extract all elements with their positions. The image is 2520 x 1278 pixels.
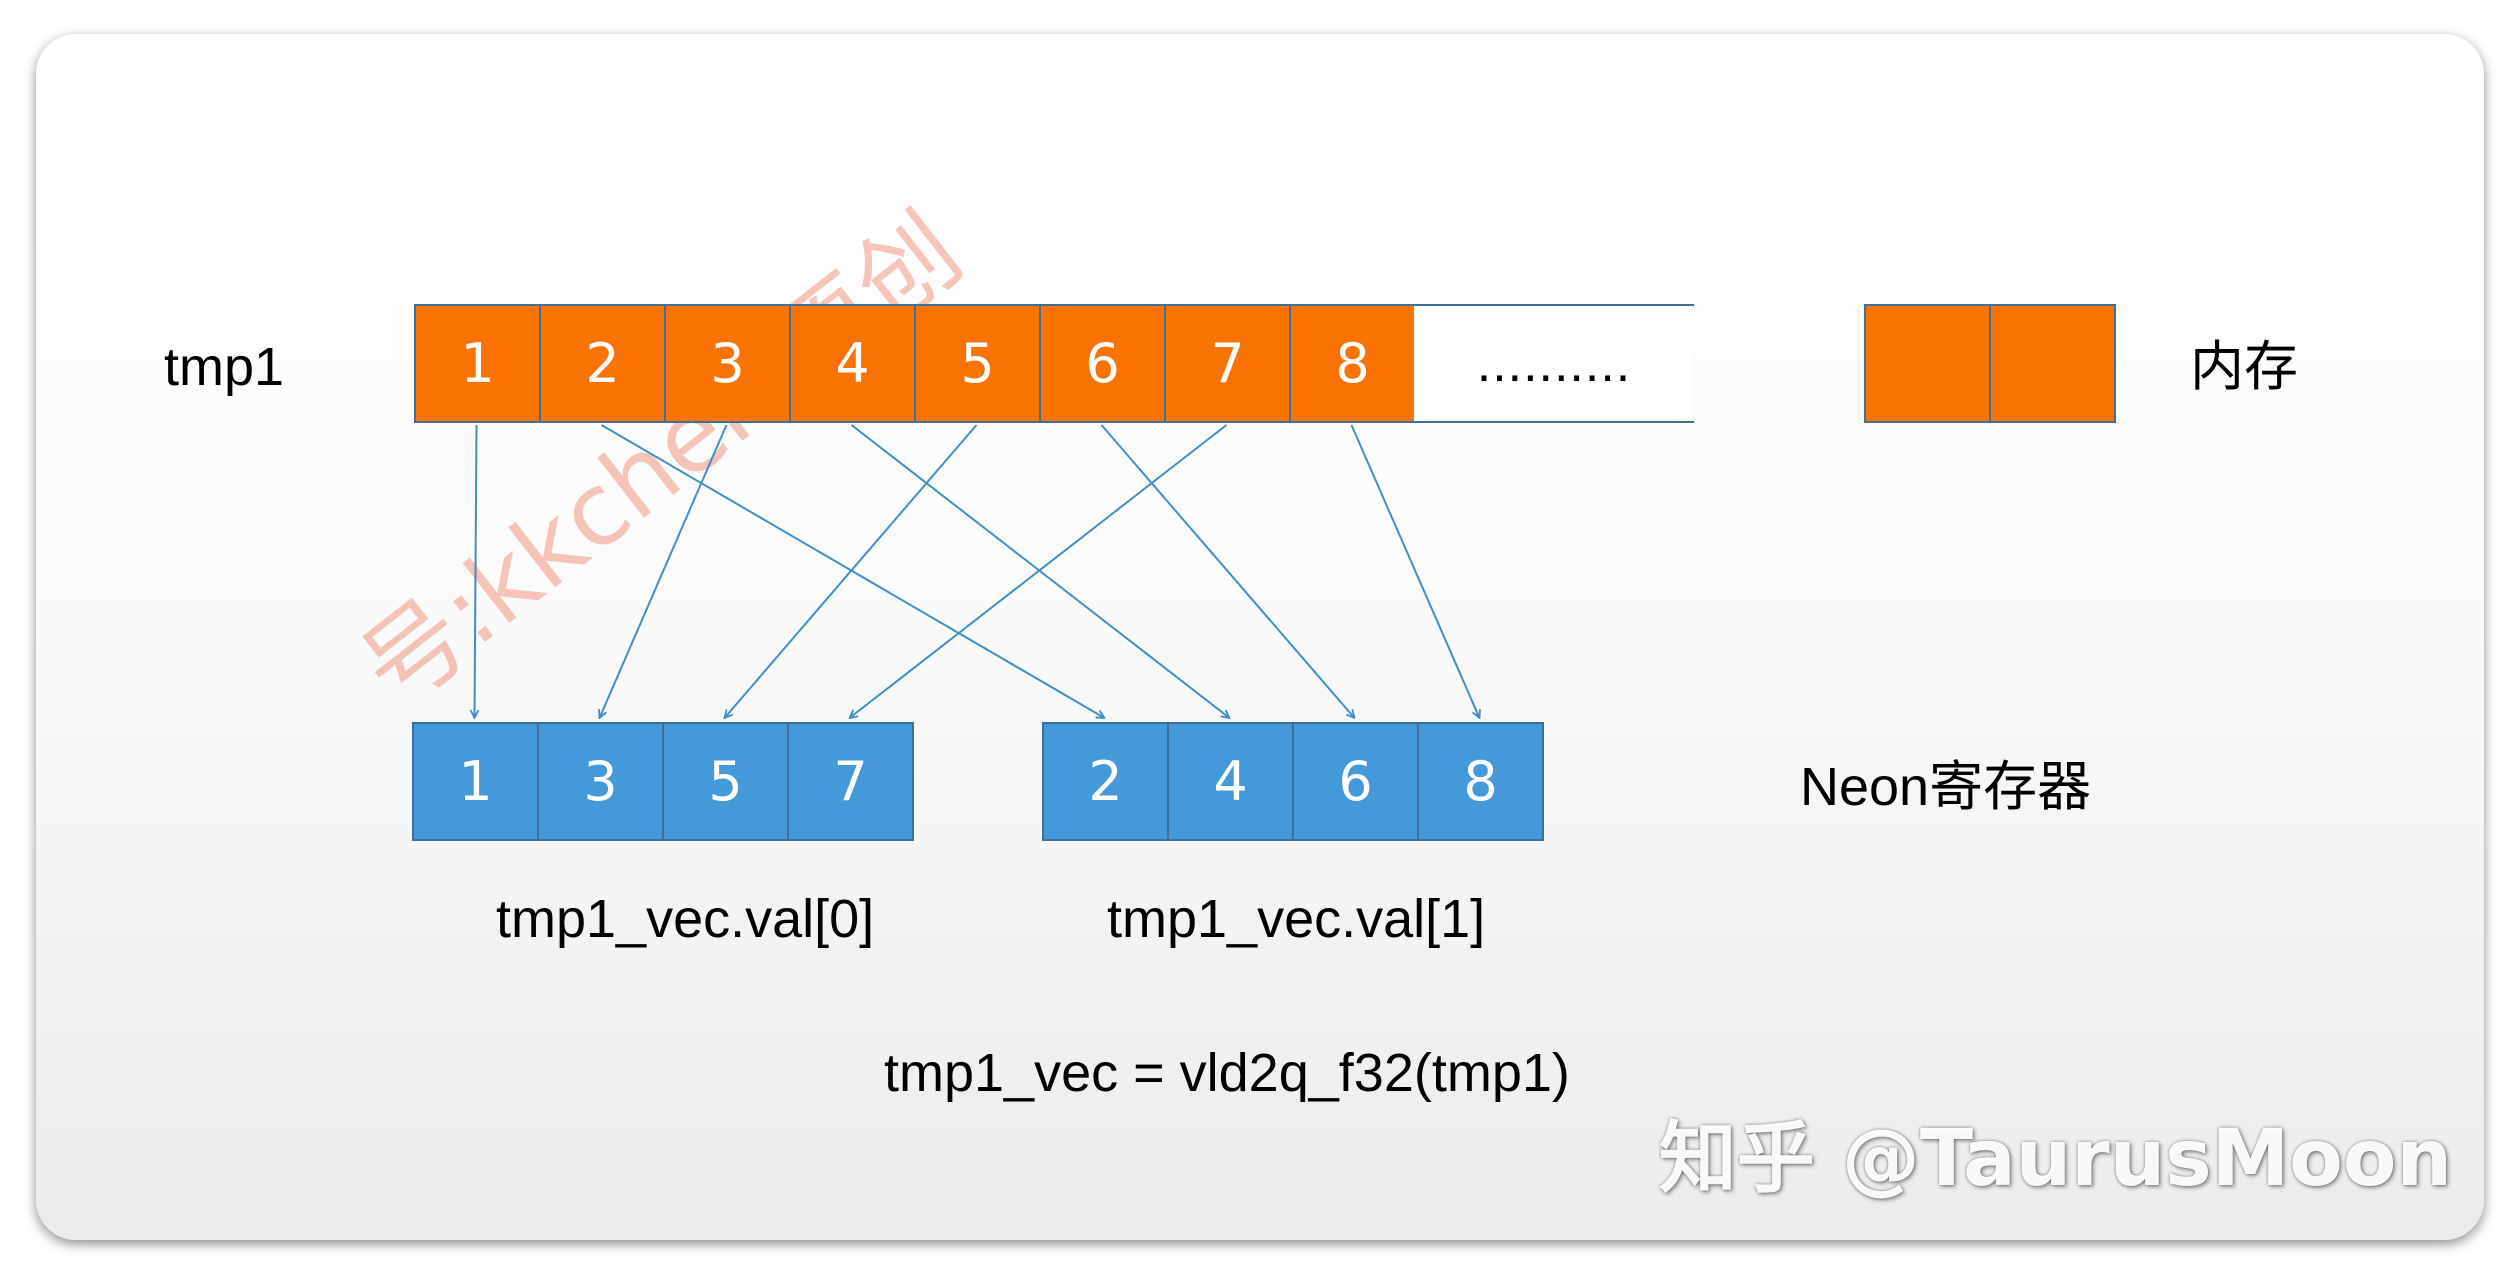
formula: tmp1_vec = vld2q_f32(tmp1) bbox=[884, 1043, 1570, 1103]
register-val1-caption: tmp1_vec.val[1] bbox=[1107, 889, 1486, 949]
memory-cell: 7 bbox=[1164, 304, 1291, 423]
arrow-5 bbox=[725, 424, 978, 718]
zhihu-stamp: 知乎 @TaurusMoon bbox=[1658, 1114, 2452, 1204]
arrow-6 bbox=[1100, 424, 1355, 718]
register-lane: 7 bbox=[787, 722, 914, 841]
register-lane: 1 bbox=[412, 722, 539, 841]
memory-cell: 4 bbox=[789, 304, 916, 423]
arrow-8 bbox=[1350, 424, 1480, 718]
memory-cell: 2 bbox=[539, 304, 666, 423]
register-side-label: Neon寄存器 bbox=[1800, 757, 2092, 817]
arrow-7 bbox=[850, 424, 1228, 718]
watermark: 号:kkchen 原创 bbox=[339, 191, 983, 730]
memory-cell-tail bbox=[1864, 304, 1991, 423]
register-lane: 4 bbox=[1167, 722, 1294, 841]
memory-cell: 8 bbox=[1289, 304, 1416, 423]
memory-cell: 1 bbox=[414, 304, 541, 423]
memory-cell-tail bbox=[1989, 304, 2116, 423]
memory-ellipsis: .......... bbox=[1414, 304, 1694, 423]
register-lane: 2 bbox=[1042, 722, 1169, 841]
memory-side-label: 内存 bbox=[2190, 337, 2298, 397]
register-lane: 5 bbox=[662, 722, 789, 841]
memory-label: tmp1 bbox=[164, 337, 285, 397]
register-val0-caption: tmp1_vec.val[0] bbox=[496, 889, 875, 949]
arrow-4 bbox=[850, 424, 1230, 718]
memory-cell: 6 bbox=[1039, 304, 1166, 423]
memory-cell: 5 bbox=[914, 304, 1041, 423]
register-lane: 6 bbox=[1292, 722, 1419, 841]
register-lane: 8 bbox=[1417, 722, 1544, 841]
memory-cell: 3 bbox=[664, 304, 791, 423]
register-lane: 3 bbox=[537, 722, 664, 841]
